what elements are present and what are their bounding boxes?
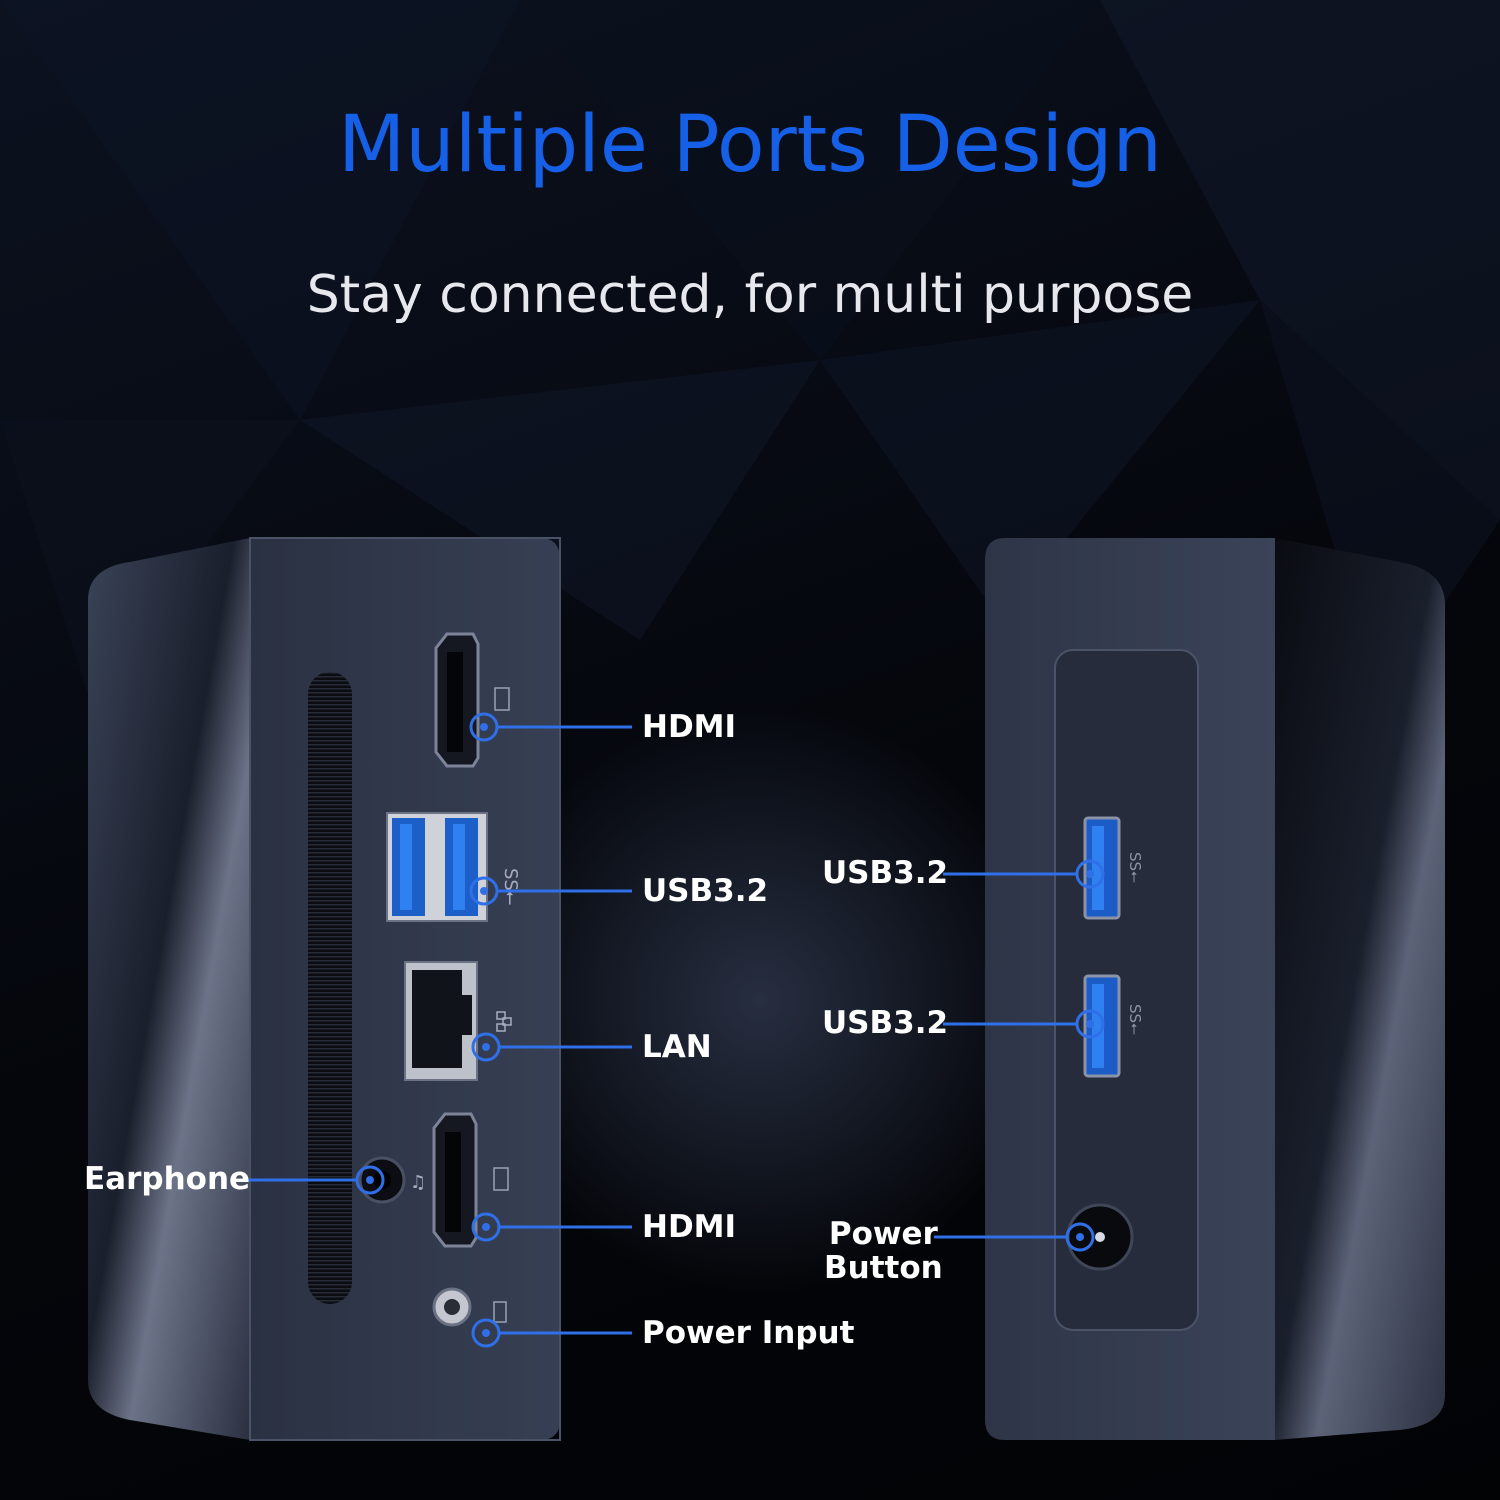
label-usb-front: USB3.2 [642, 873, 769, 909]
label-usb-side-top: USB3.2 [822, 855, 949, 891]
label-power-button-line2: Button [824, 1250, 943, 1287]
power-bolt-icon [493, 1301, 507, 1323]
hdmi-port-top [434, 632, 510, 768]
headphone-icon: ♫ [410, 1172, 426, 1193]
label-power-input: Power Input [642, 1315, 855, 1351]
svg-text:SS⭠: SS⭠ [1126, 852, 1144, 883]
lan-icon [496, 1011, 512, 1032]
hdmi-port-bottom [432, 1112, 509, 1248]
usb-ss-icon: SS⭠ [500, 868, 521, 905]
vent-grille [308, 672, 352, 1304]
label-power-button: Power Button [824, 1217, 943, 1285]
label-hdmi-bottom: HDMI [642, 1209, 737, 1245]
page-title: Multiple Ports Design [338, 100, 1162, 190]
page-subtitle: Stay connected, for multi purpose [306, 265, 1194, 325]
hdmi-icon [494, 687, 510, 711]
power-input-jack [432, 1287, 507, 1327]
label-hdmi-top: HDMI [642, 709, 737, 745]
label-usb-side-bottom: USB3.2 [822, 1005, 949, 1041]
label-lan: LAN [642, 1029, 712, 1065]
power-button [1066, 1203, 1134, 1271]
svg-text:SS⭠: SS⭠ [1126, 1004, 1144, 1035]
label-earphone: Earphone [84, 1161, 251, 1197]
label-power-button-line1: Power [828, 1216, 938, 1252]
lan-port [404, 961, 512, 1081]
